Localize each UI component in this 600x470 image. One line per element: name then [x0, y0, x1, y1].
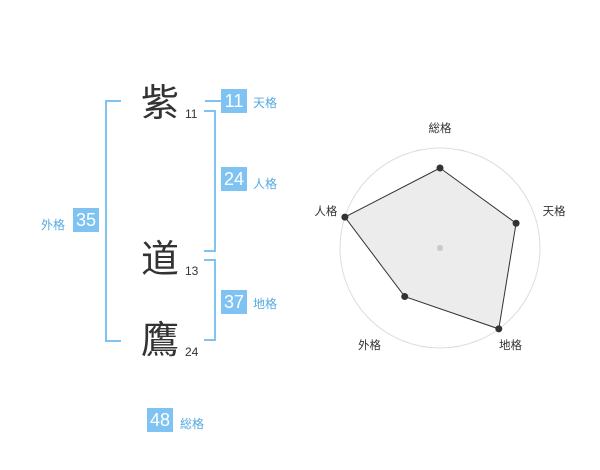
radar-point-5 — [341, 213, 349, 221]
name-char-3: 鷹 — [141, 318, 180, 362]
chikaku-badge: 37 — [221, 290, 247, 314]
radar-point-1 — [436, 164, 444, 172]
soukaku-badge: 48 — [147, 408, 173, 432]
radar-axis-label-2: 天格 — [543, 204, 566, 218]
radar-point-4 — [401, 293, 409, 301]
radar-axis-label-4: 外格 — [358, 338, 381, 352]
soukaku-label: 総格 — [180, 417, 205, 431]
radar-points — [341, 164, 520, 333]
jinkaku-bracket — [204, 110, 216, 252]
jinkaku-label: 人格 — [253, 177, 278, 191]
gaikaku-bracket — [105, 100, 121, 342]
chikaku-bracket — [204, 259, 216, 341]
stroke-count-1: 11 — [185, 107, 198, 121]
stroke-count-3: 24 — [185, 345, 199, 359]
stroke-count-2: 13 — [185, 264, 199, 278]
tenkaku-badge: 11 — [221, 89, 247, 113]
radar-grid — [339, 147, 541, 349]
gaikaku-badge: 35 — [73, 208, 99, 232]
radar-point-3 — [495, 325, 503, 333]
tenkaku-connector — [205, 100, 221, 102]
tenkaku-label: 天格 — [253, 96, 278, 110]
name-char-1: 紫 — [141, 81, 180, 125]
gaikaku-label: 外格 — [41, 218, 66, 232]
radar-axis-label-5: 人格 — [314, 204, 337, 218]
jinkaku-badge: 24 — [221, 167, 247, 191]
radar-data-polygon — [344, 167, 517, 330]
radar-point-2 — [512, 219, 520, 227]
name-char-2: 道 — [141, 237, 180, 281]
chikaku-label: 地格 — [253, 297, 278, 311]
radar-axis-label-3: 地格 — [499, 338, 522, 352]
radar-axis-label-1: 総格 — [429, 121, 452, 135]
radar-center — [437, 245, 443, 251]
